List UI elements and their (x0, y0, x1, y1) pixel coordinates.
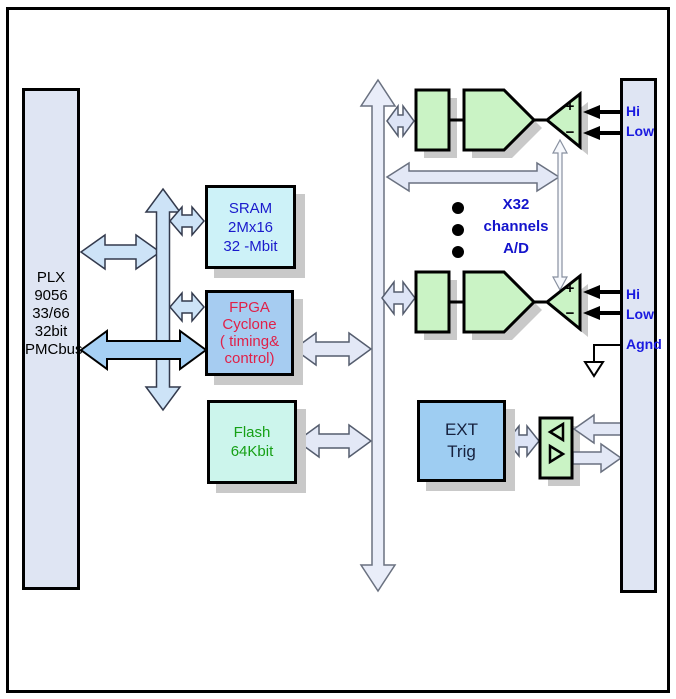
rail-comparator-in-arrow (572, 413, 622, 445)
fpga-label-line: Cyclone (222, 316, 277, 333)
comparator-right-triangle-icon (548, 443, 566, 465)
ext-trig-label-line: Trig (447, 442, 476, 461)
plx-label-line: 33/66 (32, 305, 70, 322)
agnd-label: Agnd (626, 336, 662, 352)
comparator-rail-out-arrow (572, 442, 623, 474)
channels-note: X32 channels A/D (468, 194, 564, 260)
channel1-diff-amp (544, 90, 582, 151)
sram-label-line: 2Mx16 (227, 218, 274, 236)
flash-label-line: 64Kbit (230, 443, 274, 460)
channel2-minus-sign: − (565, 305, 575, 322)
channel2-driver-block (462, 270, 537, 334)
channels-note-line: X32 (502, 196, 530, 213)
plx-label-line: PLX (36, 269, 66, 286)
fpga-block: FPGA Cyclone ( timing& control) (205, 290, 294, 376)
channel2-low-input-arrow (583, 306, 621, 320)
bus-channel2-arrow (381, 279, 416, 317)
channel2-hi-label: Hi (626, 286, 640, 302)
gain-control-bus-arrow (385, 161, 561, 193)
channels-ellipsis-dots (452, 202, 464, 258)
ext-trig-label-line: EXT (444, 420, 479, 439)
channel2-adc-block (414, 270, 451, 334)
channel1-low-label: Low (626, 123, 654, 139)
agnd-wire (593, 344, 620, 362)
exttrig-comparator-arrow (506, 423, 540, 459)
channel2-plus-sign: + (565, 280, 575, 297)
channels-note-line: A/D (503, 240, 529, 257)
ext-trig-block: EXT Trig (417, 400, 506, 482)
fpga-label-line: ( timing& (219, 333, 280, 350)
diagram-frame (6, 7, 670, 693)
channel2-hi-input-arrow (583, 285, 621, 299)
sram-block: SRAM 2Mx16 32 -Mbit (205, 185, 296, 269)
bus-sram-arrow (169, 204, 205, 238)
plx-label: PLX 9056 33/66 32bit PMCbus (25, 269, 83, 359)
flash-block: Flash 64Kbit (207, 400, 297, 484)
plx-label-line: PMCbus (25, 341, 83, 358)
channel1-driver-block (462, 88, 537, 152)
channel1-minus-sign: − (565, 124, 575, 141)
central-data-bus-arrow (359, 78, 397, 593)
channel1-low-input-arrow (583, 126, 621, 140)
channel1-hi-input-arrow (583, 105, 621, 119)
flash-label-line: Flash (233, 424, 271, 441)
channels-note-line: channels (483, 218, 549, 235)
comparator-left-triangle-icon (547, 421, 565, 443)
plx-label-line: 9056 (34, 287, 68, 304)
bus-fpga-arrow (169, 290, 205, 324)
fpga-label-line: control) (224, 350, 275, 367)
channel1-adc-block (414, 88, 451, 152)
local-bus-vertical-arrow (144, 187, 182, 412)
fpga-label-line: FPGA (229, 299, 270, 316)
flash-databus-arrow (295, 423, 373, 459)
sram-label-line: SRAM (228, 199, 273, 217)
bus-channel1-arrow (386, 103, 415, 139)
plx-fpga-arrow (79, 329, 208, 371)
plx-label-line: 32bit (34, 323, 68, 340)
sram-label-line: 32 -Mbit (223, 237, 278, 255)
channel1-plus-sign: + (565, 98, 575, 115)
ground-symbol-icon (583, 361, 605, 378)
io-connector-rail: Hi Low Hi Low Agnd (620, 78, 662, 593)
channel2-diff-amp (544, 272, 582, 333)
fpga-databus-arrow (292, 331, 373, 367)
channel1-hi-label: Hi (626, 103, 640, 119)
plx-localbus-arrow (79, 233, 162, 271)
channel2-low-label: Low (626, 306, 654, 322)
plx-bridge-block: PLX 9056 33/66 32bit PMCbus (22, 88, 83, 590)
